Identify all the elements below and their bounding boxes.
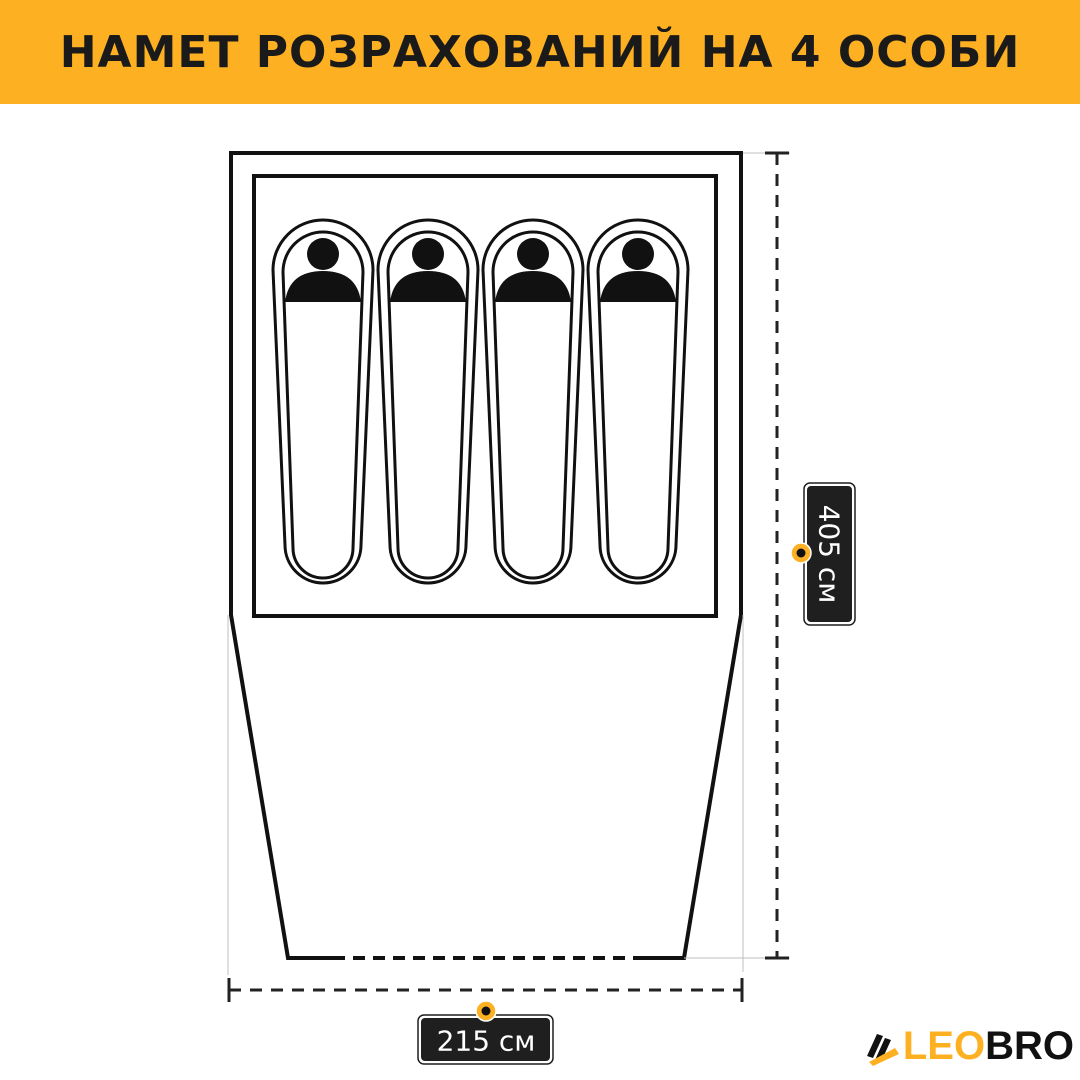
brand-name-part1: LEO [902,1024,986,1068]
sleeping-bag [481,218,585,585]
person-icon [285,238,361,302]
brand-name-part2: BRO [985,1024,1074,1068]
tent-outline [229,151,743,960]
length-value: 405 см [813,505,846,604]
length-label: 405 см [790,482,856,626]
page-title: НАМЕТ РОЗРАХОВАНИЙ НА 4 ОСОБИ [59,26,1021,78]
width-value: 215 см [437,1025,536,1058]
person-icon [495,238,571,302]
inner-tent [252,174,718,618]
brand-logo: LEO BRO [863,1026,1074,1066]
width-label: 215 см [417,1000,554,1065]
sleeping-bag [376,218,480,585]
sleeping-bag [271,218,375,585]
width-dimension [227,978,744,1002]
leobro-mark-icon [866,1034,899,1066]
length-dimension [765,151,789,960]
person-icon [390,238,466,302]
sleeping-bag [586,218,690,585]
title-banner: НАМЕТ РОЗРАХОВАНИЙ НА 4 ОСОБИ [0,0,1080,104]
person-icon [600,238,676,302]
sleeping-bags [271,218,690,585]
